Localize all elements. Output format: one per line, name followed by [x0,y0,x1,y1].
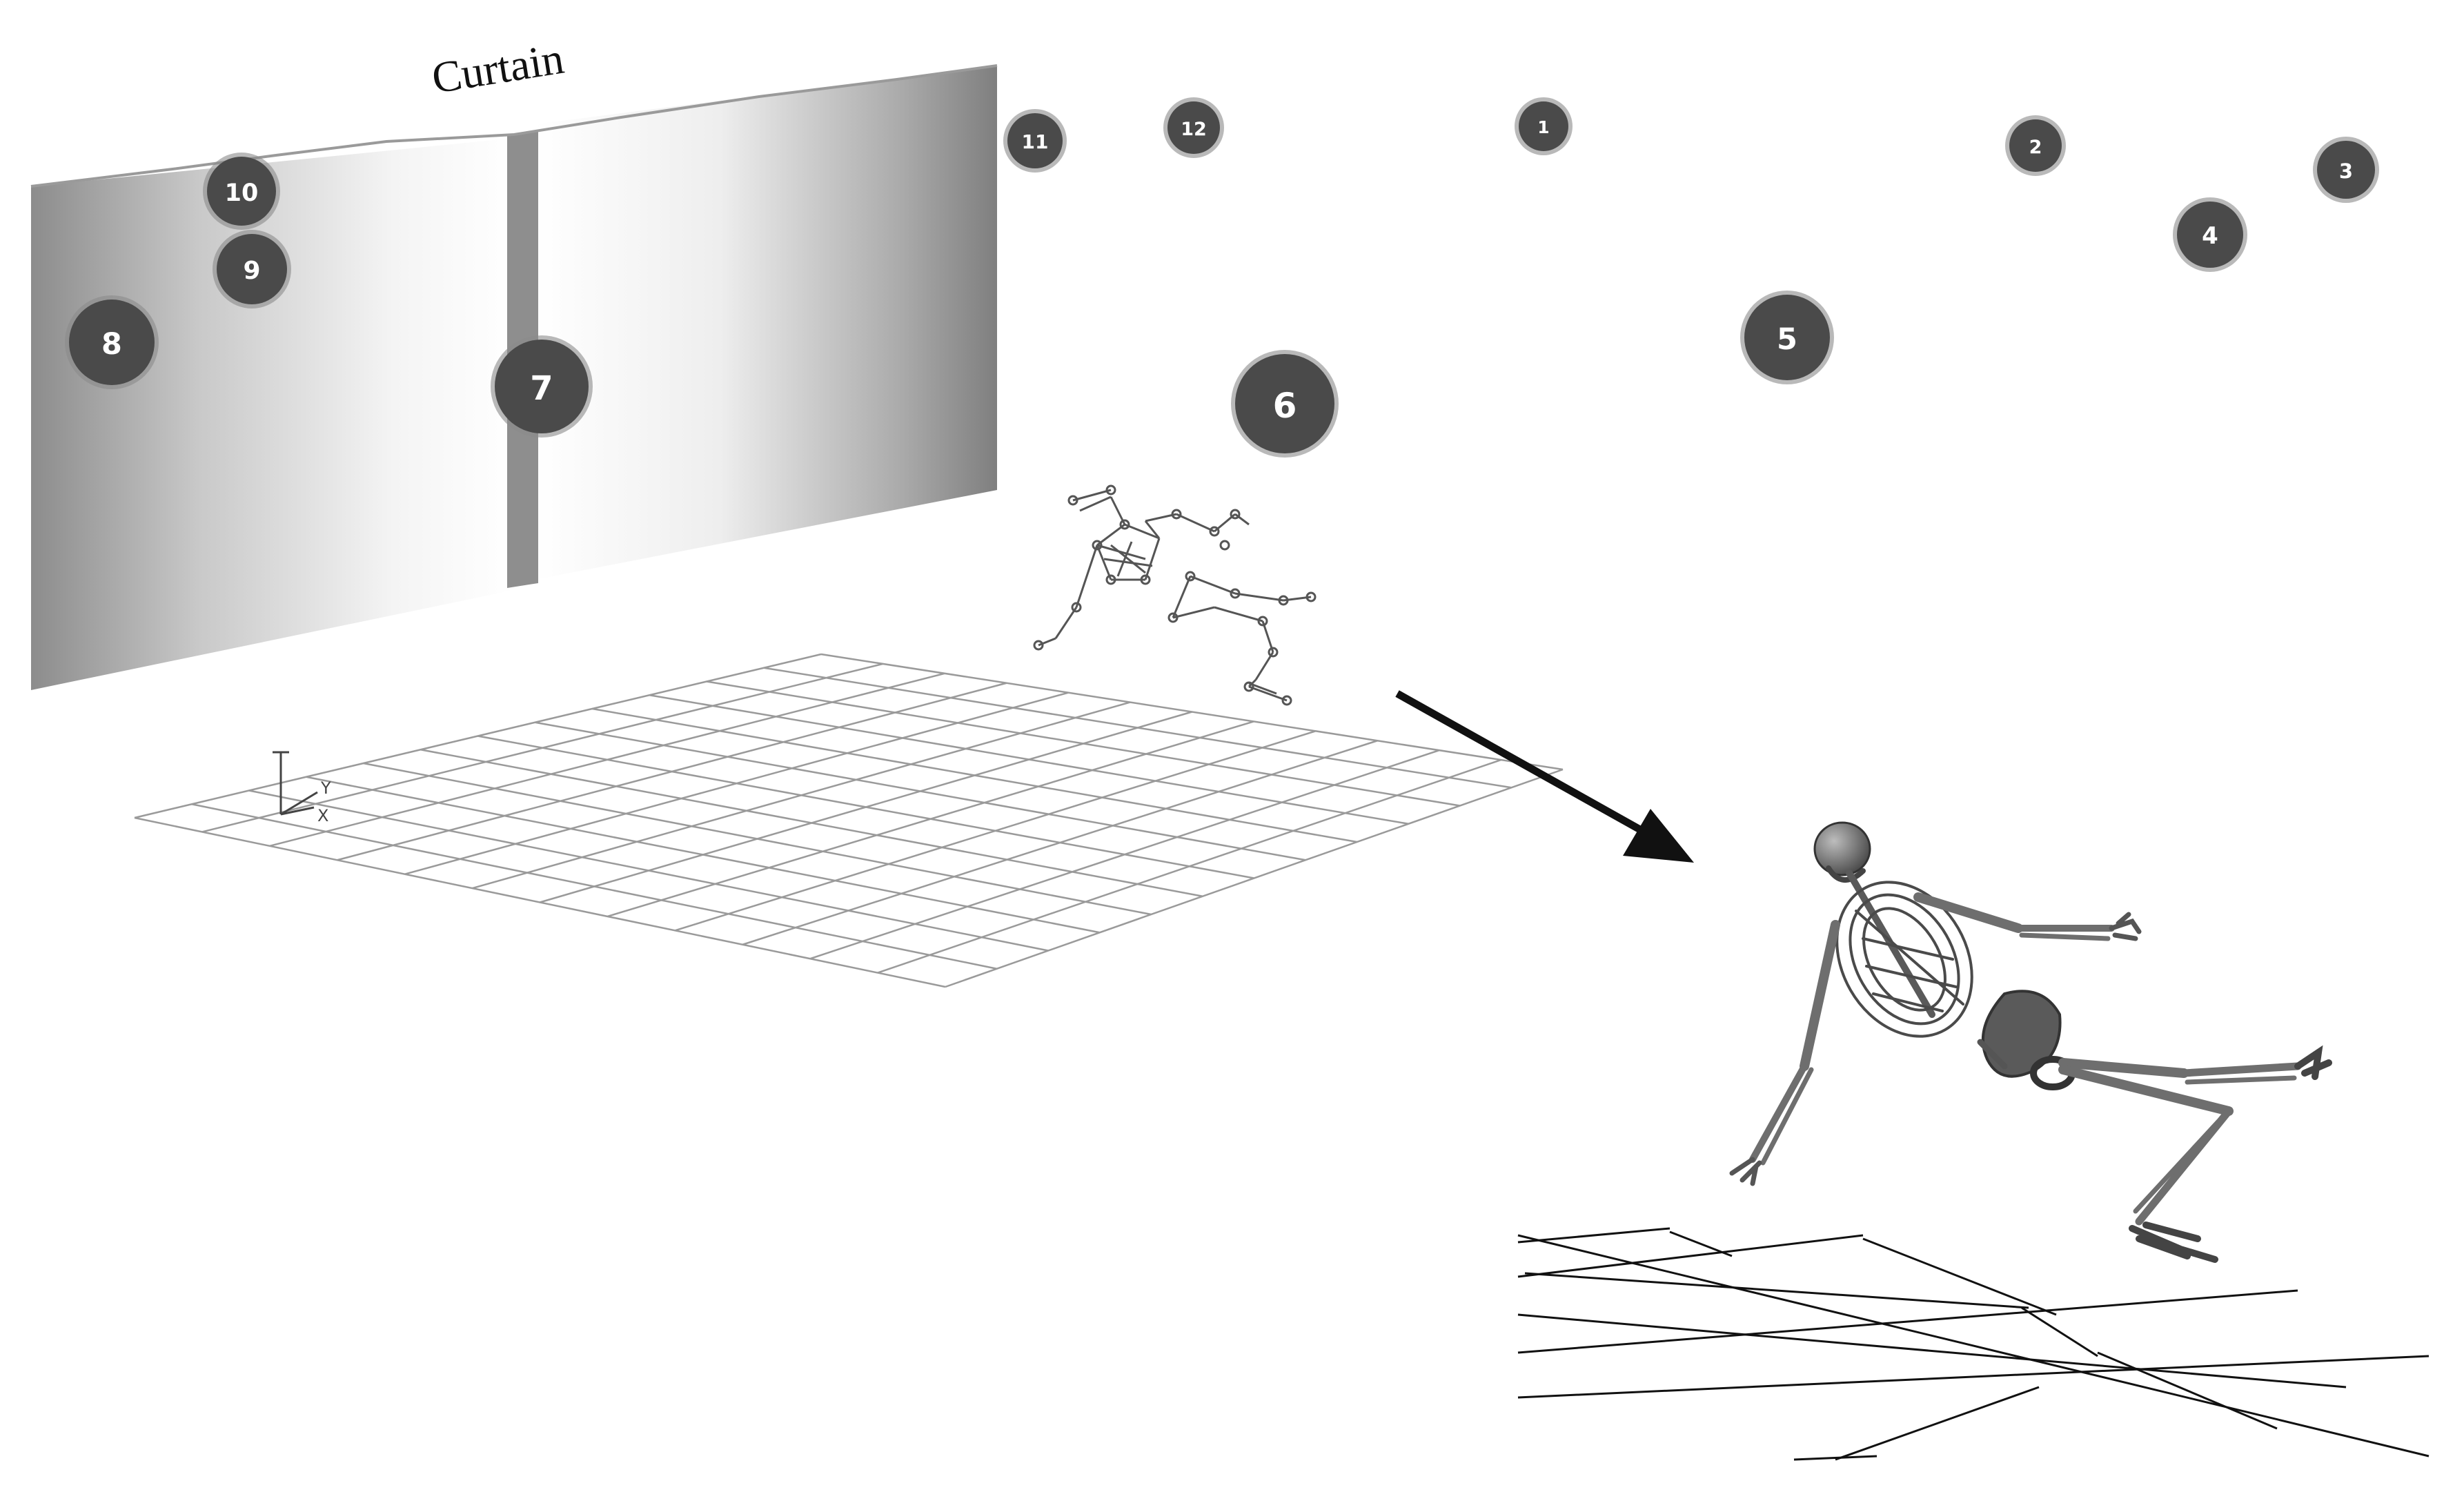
camera-label: 1 [1537,117,1549,137]
camera-marker [217,234,287,304]
camera-3: 3 [2313,137,2379,203]
right-foot [2129,1222,2218,1263]
camera-marker [1744,295,1830,380]
camera-10: 10 [203,153,280,230]
camera-marker [69,300,155,385]
camera-4: 4 [2173,197,2247,272]
sacrum [1977,1039,2008,1070]
camera-label: 9 [243,257,260,285]
camera-11: 11 [1003,109,1067,173]
camera-label: 2 [2029,137,2042,158]
camera-marker [2177,202,2243,268]
camera-2: 2 [2005,115,2066,176]
axis-indicator: Y X [273,751,331,825]
floor-grid [134,653,1564,988]
camera-12: 12 [1163,97,1224,158]
floor-grid-line [248,789,1049,952]
left-forearm [1749,1063,1808,1163]
pelvis [1981,990,2062,1078]
camera-6: 6 [1231,350,1339,458]
axis-x-line [280,806,315,816]
skeleton-floor-grid [1517,1227,2429,1461]
camera-label: 11 [1022,130,1049,153]
skull [1813,821,1871,876]
right-upper-arm [1913,892,2023,933]
camera-5: 5 [1740,291,1834,384]
right-hand [2109,912,2142,941]
axis-x-label: X [317,806,328,825]
transition-arrow [1395,690,1694,863]
skeleton-model [1729,821,2332,1263]
floor-grid-line [945,768,1564,988]
arrow-head [1623,809,1694,863]
floor-grid-line [191,803,997,970]
floor-grid-line [877,758,1501,974]
camera-marker [1167,101,1220,154]
camera-label: 12 [1181,119,1207,140]
camera-label: 6 [1273,386,1297,426]
arrow-shaft [1395,690,1658,842]
camera-9: 9 [213,230,291,308]
camera-marker [2009,119,2062,172]
stick-figure-model [1033,484,1317,706]
axis-y-label: Y [320,778,331,798]
camera-marker [1519,101,1568,151]
left-foot [2294,1045,2332,1080]
camera-marker [495,340,589,433]
camera-label: 7 [530,369,553,408]
camera-7: 7 [491,335,593,438]
camera-8: 8 [65,295,159,389]
left-fibula [2185,1075,2297,1085]
right-fibula [2133,1119,2221,1214]
rib-cage [1835,881,1973,1038]
floor-grid-line [134,816,946,988]
camera-label: 8 [101,327,122,362]
left-femur [2058,1058,2189,1078]
camera-label: 4 [2202,222,2218,250]
camera-label: 5 [1777,322,1797,357]
curtain-top-edge [30,64,998,188]
floor-grid-line [674,730,1317,932]
camera-label: 3 [2339,159,2353,183]
right-forearm-ulna [2019,932,2111,941]
camera-1: 1 [1515,97,1573,155]
left-tibia [2180,1062,2302,1077]
curtain: Curtain [30,34,998,690]
left-hand [1729,1157,1762,1186]
curtain-right-panel [535,66,997,580]
jaw [1826,865,1866,883]
camera-marker [1007,113,1063,168]
curtain-label: Curtain [428,34,567,103]
left-upper-arm [1800,920,1840,1071]
camera-marker [2317,141,2375,199]
floor-grid-line [809,749,1440,960]
right-femur [2058,1065,2234,1116]
axis-y-line [280,791,318,816]
left-forearm-ulna [1760,1067,1814,1166]
camera-marker [1235,354,1334,453]
curtain-left-panel [31,138,514,690]
camera-label: 10 [225,179,259,207]
camera-marker [207,157,276,226]
floor-grid-line [742,740,1378,945]
